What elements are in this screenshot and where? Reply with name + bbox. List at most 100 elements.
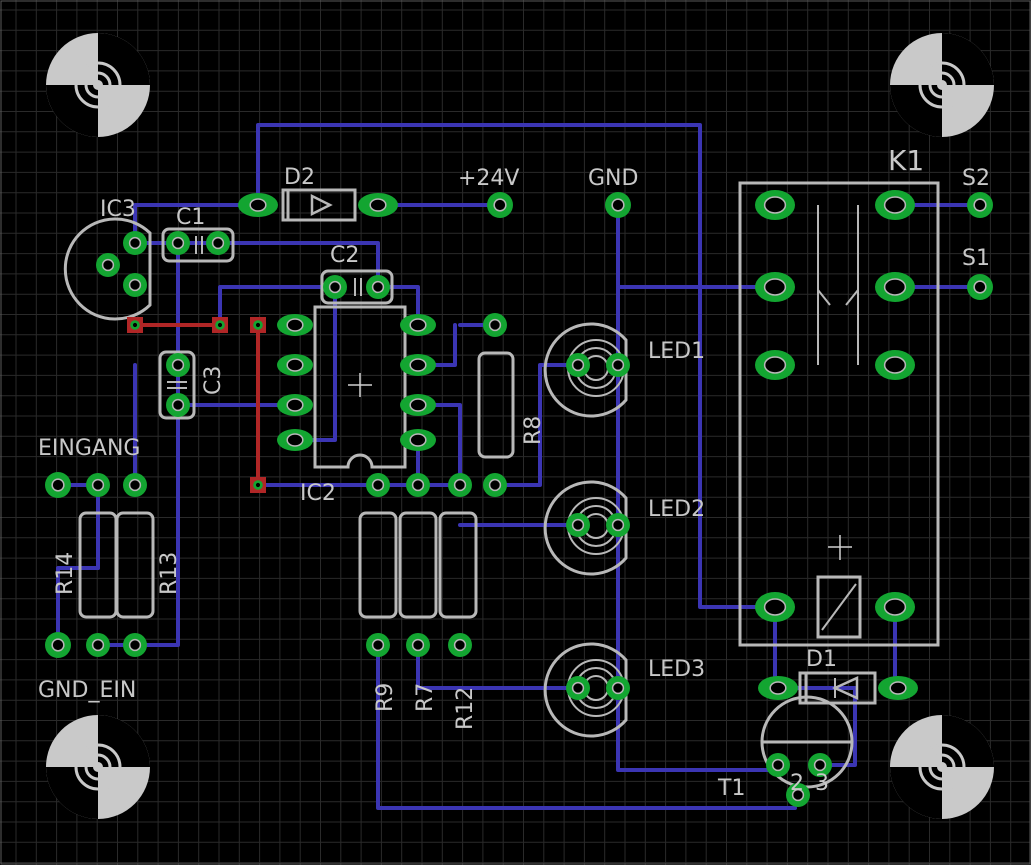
pad-r13-2-drill <box>128 638 142 652</box>
pad-k1-left-2-drill <box>763 278 787 296</box>
pad-led3-a-drill <box>571 681 585 695</box>
pad-ic2-right-1-drill <box>409 318 427 332</box>
resistor-bodies <box>78 351 515 619</box>
pad-gnd-drill <box>611 198 625 212</box>
mounting-hole-top-left <box>46 33 150 137</box>
label-c3: C3 <box>201 366 226 395</box>
mounting-hole-bottom-right <box>890 715 994 819</box>
label-ic3: IC3 <box>100 197 136 222</box>
label-plus24v: +24V <box>458 166 519 191</box>
pad-d2-k-drill <box>369 198 387 212</box>
label-led2: LED2 <box>648 497 705 522</box>
pad-bridge-2b-drill <box>255 482 261 488</box>
pad-led1-k-drill <box>611 358 625 372</box>
pad-r9-2-drill <box>371 638 385 652</box>
pad-r7-1-drill <box>411 478 425 492</box>
pads <box>45 190 993 807</box>
label-s1: S1 <box>962 246 990 271</box>
capacitor-c3 <box>158 350 196 420</box>
label-led3: LED3 <box>648 657 705 682</box>
pad-r12-2-drill <box>453 638 467 652</box>
pad-bridge-2a-drill <box>255 322 261 328</box>
label-r9: R9 <box>373 683 398 712</box>
pad-r8-1-drill <box>488 318 502 332</box>
pad-led2-k-drill <box>611 518 625 532</box>
label-r8: R8 <box>521 416 546 445</box>
capacitor-c1 <box>161 227 235 263</box>
relay-k1 <box>738 181 940 647</box>
pad-ic3-2-drill <box>101 258 115 272</box>
pad-k1-right-1-drill <box>883 196 907 214</box>
pad-gnd-ein-drill <box>51 638 65 652</box>
label-r7: R7 <box>413 683 438 712</box>
label-led1: LED1 <box>648 339 705 364</box>
pad-c3-2-drill <box>171 398 185 412</box>
label-ic2: IC2 <box>300 481 336 506</box>
pad-t1-1-drill <box>771 758 785 772</box>
pad-k1-right-3-drill <box>883 356 907 374</box>
pad-eingang-drill <box>51 478 65 492</box>
label-c1: C1 <box>176 205 205 230</box>
pad-ic2-left-3-drill <box>286 398 304 412</box>
pad-led3-k-drill <box>611 681 625 695</box>
label-d2: D2 <box>284 165 315 190</box>
label-gnd-ein: GND_EIN <box>38 678 136 703</box>
pad-r12-1-drill <box>453 478 467 492</box>
label-r12: R12 <box>453 687 478 730</box>
pad-bridge-1a-drill <box>132 322 138 328</box>
label-r14: R14 <box>53 552 78 595</box>
mounting-hole-top-right <box>890 33 994 137</box>
pad-ic2-right-4-drill <box>409 433 427 447</box>
pad-k1-left-1-drill <box>763 196 787 214</box>
label-eingang: EINGANG <box>38 436 140 461</box>
label-k1: K1 <box>888 144 924 177</box>
mounting-hole-bottom-left <box>46 715 150 819</box>
diode-d2 <box>281 188 357 222</box>
pad-t1-2-drill <box>791 788 805 802</box>
pad-led1-a-drill <box>571 358 585 372</box>
pad-d2-a-drill <box>249 198 267 212</box>
label-t1-pin2: 2 <box>790 771 804 796</box>
pad-plus24v-drill <box>493 198 507 212</box>
silkscreen-labels: +24V GND K1 S2 S1 D2 IC3 C1 C2 C3 LED1 L… <box>38 144 990 801</box>
pad-r14-1-drill <box>91 478 105 492</box>
pad-ic2-left-2-drill <box>286 358 304 372</box>
pad-r9-1-drill <box>371 478 385 492</box>
pad-ic3-3-drill <box>128 278 142 292</box>
wire-bridges <box>135 323 260 485</box>
pad-r8-2-drill <box>488 478 502 492</box>
pad-r13-1-drill <box>128 478 142 492</box>
capacitor-c2 <box>320 269 394 305</box>
pad-ic2-right-2-drill <box>409 358 427 372</box>
pad-k1-left-3-drill <box>763 356 787 374</box>
pad-ic2-right-3-drill <box>409 398 427 412</box>
pad-k1-right-2-drill <box>883 278 907 296</box>
label-gnd: GND <box>588 166 638 191</box>
pad-ic2-left-1-drill <box>286 318 304 332</box>
pad-k1-coil-2-drill <box>883 598 907 616</box>
pad-c1-1-drill <box>171 236 185 250</box>
pad-s1-drill <box>973 280 987 294</box>
label-c2: C2 <box>330 243 359 268</box>
pad-bridge-1b-drill <box>217 322 223 328</box>
pad-c1-2-drill <box>211 236 225 250</box>
pad-d1-k-drill <box>889 681 907 695</box>
pad-s2-drill <box>973 198 987 212</box>
label-t1: T1 <box>717 776 745 801</box>
ic2-package <box>313 305 407 469</box>
label-r13: R13 <box>157 552 182 595</box>
pad-t1-3-drill <box>813 758 827 772</box>
pad-c2-1-drill <box>328 280 342 294</box>
ic3-regulator <box>63 217 152 321</box>
pad-c2-2-drill <box>371 280 385 294</box>
label-s2: S2 <box>962 166 990 191</box>
pad-c3-1-drill <box>171 358 185 372</box>
pad-d1-a-drill <box>769 681 787 695</box>
pad-ic3-1-drill <box>128 236 142 250</box>
pad-led2-a-drill <box>571 518 585 532</box>
pad-ic2-left-4-drill <box>286 433 304 447</box>
